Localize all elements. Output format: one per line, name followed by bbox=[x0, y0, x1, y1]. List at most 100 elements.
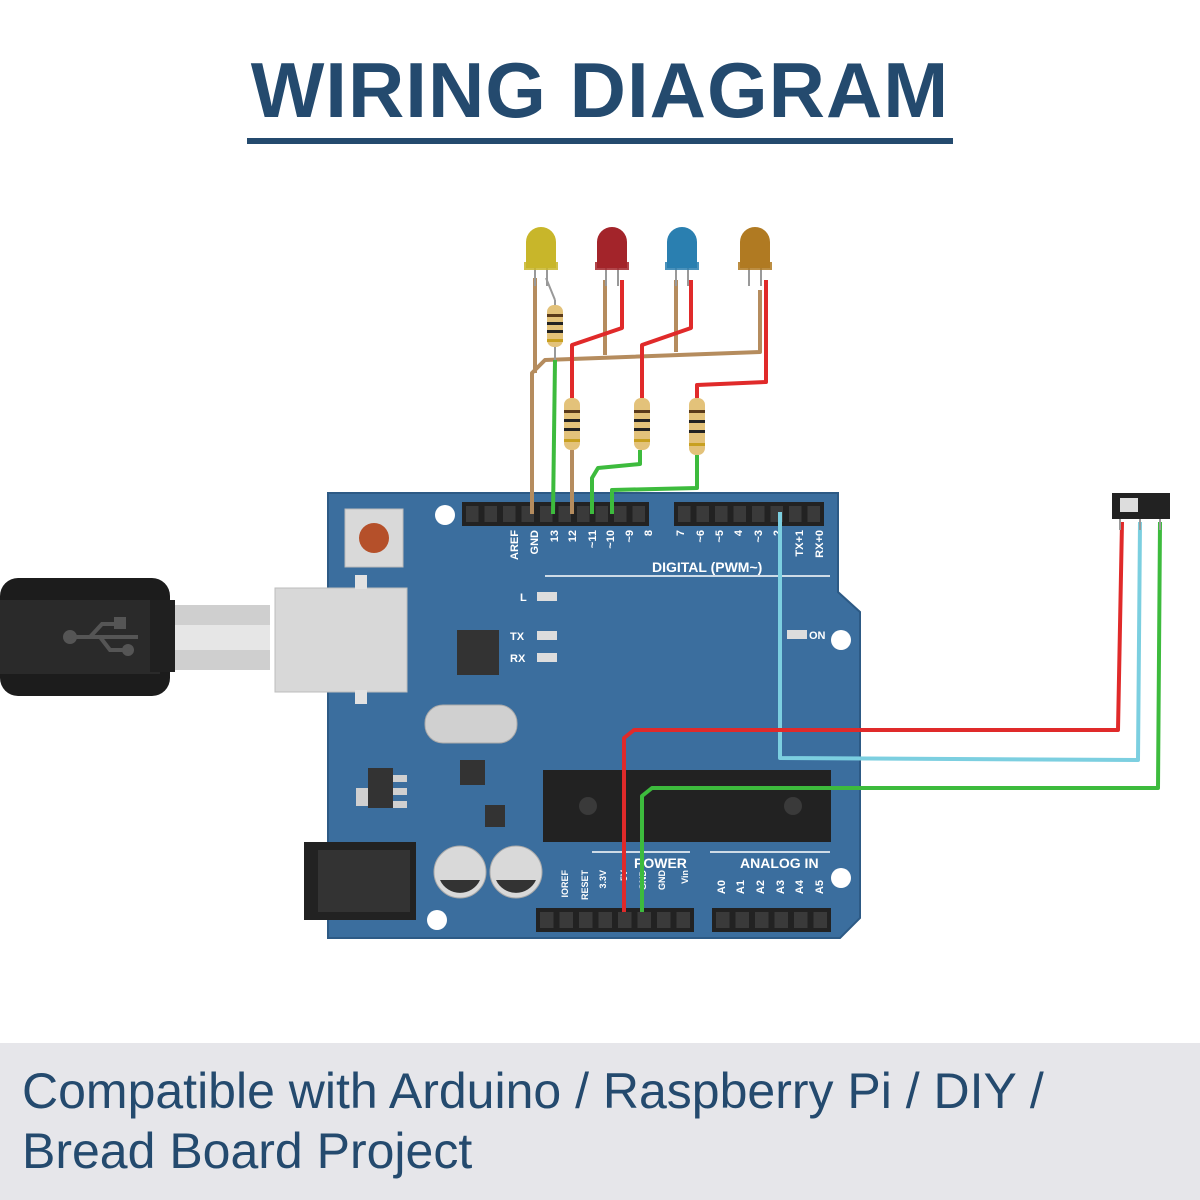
led-tx-label: TX bbox=[510, 631, 525, 643]
wire-green-ground bbox=[640, 521, 1162, 912]
sensor-module bbox=[1112, 493, 1170, 530]
led-l-label: L bbox=[520, 592, 527, 604]
analog-header-pin bbox=[794, 912, 808, 928]
title-container: WIRING DIAGRAM bbox=[0, 48, 1200, 144]
wire-green-10 bbox=[610, 455, 699, 514]
pin-label: A2 bbox=[755, 880, 767, 894]
resistor-3 bbox=[634, 398, 650, 450]
arduino-board: DIGITAL (PWM~) POWER ANALOG IN L TX RX O… bbox=[274, 492, 861, 939]
wire-led2-red bbox=[570, 280, 624, 398]
power-header-pin bbox=[657, 912, 671, 928]
power-label: POWER bbox=[634, 855, 687, 871]
pin-label: RESET bbox=[580, 870, 590, 901]
pin-label: RX+0 bbox=[814, 530, 826, 558]
digital-header-right-pin bbox=[678, 506, 691, 522]
digital-header-left-pin bbox=[503, 506, 516, 522]
led-rx-label: RX bbox=[510, 653, 526, 665]
pin-label: ~11 bbox=[587, 530, 599, 548]
pin-label: 12 bbox=[567, 530, 579, 542]
power-header-pin bbox=[676, 912, 690, 928]
digital-header-right-pin bbox=[752, 506, 765, 522]
led-blue bbox=[665, 227, 699, 286]
page-title: WIRING DIAGRAM bbox=[246, 48, 954, 144]
pin-label: AREF bbox=[509, 530, 521, 560]
analog-in-label: ANALOG IN bbox=[740, 855, 819, 871]
pin-label: GND bbox=[657, 870, 667, 891]
pin-label: TX+1 bbox=[794, 530, 806, 557]
resistor-4 bbox=[689, 398, 705, 455]
analog-header-pin bbox=[716, 912, 730, 928]
analog-header-pin bbox=[755, 912, 769, 928]
wire-red-power bbox=[622, 521, 1124, 912]
reset-button bbox=[344, 508, 404, 568]
led-on-label: ON bbox=[809, 630, 826, 642]
usb-port bbox=[274, 575, 408, 704]
pin-label: ~10 bbox=[605, 530, 617, 549]
analog-pin-labels: A0 A1 A2 A3 A4 A5 bbox=[716, 879, 826, 894]
leds bbox=[524, 227, 772, 286]
power-header-pin bbox=[579, 912, 593, 928]
wires bbox=[530, 277, 1162, 912]
digital-header-right-pin bbox=[733, 506, 746, 522]
power-header-pin bbox=[540, 912, 554, 928]
digital-header-left-pin bbox=[540, 506, 553, 522]
dc-power-jack bbox=[304, 842, 416, 920]
pin-label: A1 bbox=[735, 880, 747, 894]
pin-label: A5 bbox=[814, 880, 826, 894]
digital-header-left-pin bbox=[484, 506, 497, 522]
digital-header-left-pin bbox=[558, 506, 571, 522]
digital-header-left-pin bbox=[632, 506, 645, 522]
pin-label: 13 bbox=[549, 530, 561, 542]
footer-caption: Compatible with Arduino / Raspberry Pi /… bbox=[22, 1061, 1182, 1181]
digital-header-left-pin bbox=[595, 506, 608, 522]
power-header-pin bbox=[559, 912, 573, 928]
pin-label: A0 bbox=[716, 880, 728, 894]
power-header bbox=[536, 908, 694, 932]
usb-icon bbox=[63, 617, 138, 656]
wiring-diagram: DIGITAL (PWM~) POWER ANALOG IN L TX RX O… bbox=[0, 227, 1170, 939]
wire-led4-red bbox=[695, 280, 768, 398]
pin-label: 8 bbox=[643, 530, 655, 536]
pin-label: ~3 bbox=[753, 530, 765, 543]
led-yellow bbox=[524, 227, 558, 286]
wire-gnd-bus bbox=[530, 290, 762, 514]
pin-label: 4 bbox=[733, 529, 745, 536]
resistors bbox=[547, 300, 705, 455]
analog-header-strip bbox=[712, 908, 831, 932]
analog-header-pin bbox=[774, 912, 788, 928]
led-orange bbox=[738, 227, 772, 286]
power-header-pin bbox=[637, 912, 651, 928]
power-header-pin bbox=[598, 912, 612, 928]
pin-label: A4 bbox=[794, 879, 806, 894]
usb-cable bbox=[0, 578, 270, 696]
pin-label: Vin bbox=[680, 870, 690, 884]
footer-banner: Compatible with Arduino / Raspberry Pi /… bbox=[0, 1043, 1200, 1200]
digital-header-left-pin bbox=[614, 506, 627, 522]
digital-header bbox=[462, 502, 824, 526]
resistor-1 bbox=[547, 300, 563, 360]
footer-line-2: Bread Board Project bbox=[22, 1123, 473, 1179]
power-header-pin bbox=[618, 912, 632, 928]
footer-line-1: Compatible with Arduino / Raspberry Pi /… bbox=[22, 1063, 1044, 1119]
resistor-2 bbox=[564, 398, 580, 450]
pin-label: IOREF bbox=[560, 870, 570, 898]
wire-cyan-signal bbox=[778, 512, 1142, 762]
digital-header-left-pin bbox=[466, 506, 479, 522]
wire-green-11 bbox=[590, 450, 642, 514]
analog-header bbox=[712, 908, 831, 932]
digital-header-right-pin bbox=[696, 506, 709, 522]
led-red bbox=[595, 227, 629, 286]
analog-header-pin bbox=[735, 912, 749, 928]
pin-label: ~5 bbox=[714, 530, 726, 543]
analog-header-pin bbox=[813, 912, 827, 928]
digital-header-label: DIGITAL (PWM~) bbox=[652, 559, 762, 575]
digital-header-right-pin bbox=[807, 506, 820, 522]
digital-header-right-pin bbox=[715, 506, 728, 522]
pin-label: 3.3V bbox=[598, 870, 608, 889]
wire-green-13 bbox=[551, 359, 557, 515]
pin-label: A3 bbox=[775, 880, 787, 894]
capacitors bbox=[433, 845, 543, 899]
digital-header-left-pin bbox=[577, 506, 590, 522]
pin-label: ~9 bbox=[624, 530, 636, 543]
